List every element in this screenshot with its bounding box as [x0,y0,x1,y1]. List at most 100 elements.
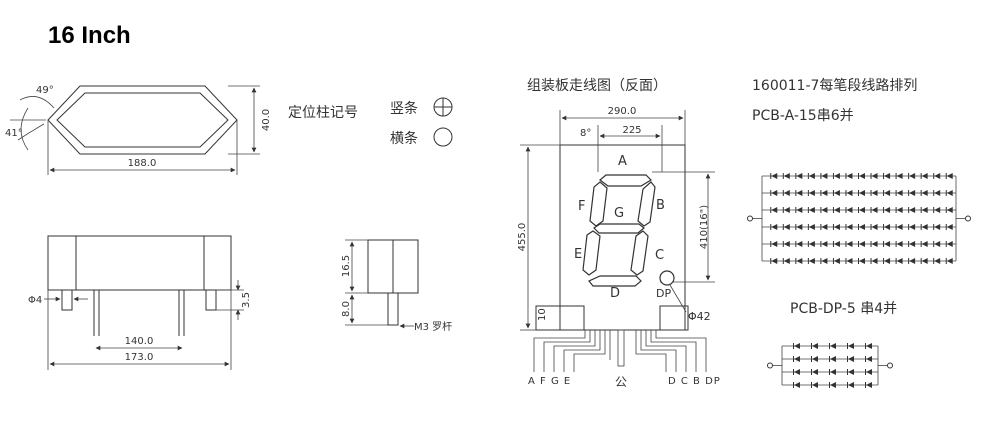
pin-diameter: Φ4 [28,295,42,306]
pcb-a-diode-icon [808,207,815,213]
slant-angle: 8° [580,128,591,139]
pcb-a-diode-icon [909,258,916,264]
pcb-a-diode-icon [771,207,778,213]
segment-b [637,181,656,227]
pcb-dp-diode-icon [866,356,872,362]
pin-span: 140.0 [125,336,154,347]
pcb-dp-input-terminal [767,362,773,369]
front-view: 40.0 188.0 49° 41° [5,85,272,175]
pcb-a-diode-icon [934,241,941,247]
pcb-a-diode-icon [884,207,891,213]
pcb-dp-label: PCB-DP-5 串4并 [790,301,897,317]
pcb-a-diode-icon [833,258,840,264]
pcb-a-diode-icon [921,258,928,264]
pcb-a-diode-icon [859,190,865,196]
side-view: Φ4 3.5 140.0 173.0 [28,235,252,370]
segment-g [593,223,645,234]
pcb-a-diode-icon [796,173,803,179]
common-pin: 公 [615,375,627,389]
width-225: 225 [622,125,641,136]
pcb-a-diode-icon [821,173,828,179]
pcb-a-diode-icon [884,258,891,264]
pcb-a-diode-icon [921,224,928,230]
pcb-dp-diode-icon [866,382,872,388]
seg-label-a: A [618,154,627,169]
pcb-dp-diode-icon [848,382,854,388]
seg-label-d: D [610,286,620,301]
pcb-a-diode-icon [833,224,840,230]
pcb-dp-diode-icon [794,343,800,349]
pcb-a-diode-icon [821,207,828,213]
pcb-a-diode-icon [946,207,953,213]
pcb-a-diode-icon [859,173,865,179]
pcb-a-diode-icon [909,224,916,230]
pcb-a-diode-icon [946,258,953,264]
seg-label-b: B [656,198,665,213]
end-height-1: 16.5 [341,255,352,277]
pcb-dp-diode-icon [848,369,854,375]
pcb-dp-diode-icon [866,369,872,375]
height-455: 455.0 [517,223,528,252]
seg-label-dp: DP [656,287,671,300]
pcb-dp-diode-icon [812,369,818,375]
pcb-a-diode-icon [796,190,803,196]
pcb-a-diode-icon [934,190,941,196]
legend-vertical: 竖条 [390,100,418,117]
pcb-a-array [747,173,971,264]
pcb-a-diode-icon [896,258,903,264]
pcb-dp-diode-icon [848,343,854,349]
pcb-a-diode-icon [796,207,803,213]
pcb-a-diode-icon [884,190,891,196]
dp-diameter: Φ42 [688,310,711,323]
pcb-a-diode-icon [921,190,928,196]
pins-right: D C B DP [668,376,721,387]
front-angle-side: 41° [5,128,23,139]
pcb-dp-diode-icon [830,382,836,388]
pcb-a-diode-icon [846,207,853,213]
pcb-a-diode-icon [909,190,916,196]
segment-c [630,230,649,276]
pcb-a-diode-icon [896,224,903,230]
pcb-dp-diode-icon [794,382,800,388]
bottom-dim: 10 [537,308,548,321]
pcb-a-diode-icon [896,207,903,213]
pcb-a-diode-icon [783,190,790,196]
pcb-a-diode-icon [946,190,953,196]
pcb-a-diode-icon [783,258,790,264]
pcb-a-diode-icon [821,190,828,196]
pcb-a-diode-icon [921,173,928,179]
width-290: 290.0 [608,106,637,117]
pcb-a-diode-icon [946,173,953,179]
pcb-a-output-terminal [965,215,971,222]
page-title: 16 Inch [48,22,131,49]
pcb-a-diode-icon [896,241,903,247]
pcb-a-diode-icon [846,258,853,264]
seg-label-c: C [655,248,664,263]
end-height-2: 8.0 [341,301,352,317]
front-width: 188.0 [128,158,157,169]
pins-left: A F G E [528,376,571,387]
pcb-a-diode-icon [833,207,840,213]
pcb-a-diode-icon [833,173,840,179]
pcb-a-diode-icon [808,224,815,230]
pcb-dp-diode-icon [830,356,836,362]
body-length: 173.0 [125,352,154,363]
pcb-a-diode-icon [934,224,941,230]
pcb-a-diode-icon [871,258,878,264]
pcb-a-diode-icon [884,173,891,179]
segment-d [588,275,642,287]
pcb-dp-diode-icon [794,356,800,362]
pcb-a-diode-icon [921,207,928,213]
pcb-a-diode-icon [934,173,941,179]
pcb-a-diode-icon [846,241,853,247]
pcb-a-diode-icon [771,241,778,247]
pcb-dp-diode-icon [866,343,872,349]
pcb-a-diode-icon [871,190,878,196]
pcb-a-diode-icon [796,241,803,247]
pcb-a-diode-icon [833,190,840,196]
digit-height: 410(16") [699,205,710,249]
pcb-dp-diode-icon [848,356,854,362]
pcb-dp-diode-icon [830,369,836,375]
wiring-title: 组装板走线图（反面） [527,78,667,94]
pcb-a-diode-icon [896,173,903,179]
